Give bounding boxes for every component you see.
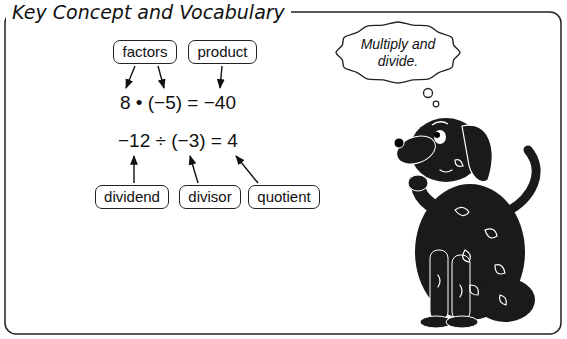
vocabulary-box: divisor [179,185,241,209]
dog-eye [434,130,446,144]
equation-text: 8 • (−5) = −40 [120,92,236,114]
dog-spot [455,207,469,215]
term-label: quotient [257,188,310,206]
diagram-title: Key Concept and Vocabulary [6,0,291,24]
vocabulary-box: product [188,40,257,64]
thought-bubble-shape [336,22,460,83]
dog-paw [408,175,428,191]
dog-snout [393,131,439,169]
pointer-arrow [126,66,135,88]
equation-text: −12 ÷ (−3) = 4 [118,130,238,152]
dog-pupil [434,132,440,138]
dog-spot [455,160,463,167]
dog-haunch [475,278,535,322]
dog-nose [394,138,404,148]
dog-spot [438,275,440,287]
pointer-arrow [133,156,134,183]
dog-illustration [393,118,536,328]
thought-trail [424,89,433,98]
pointer-arrow [220,66,222,88]
frame-border [5,12,561,334]
vocabulary-box: dividend [95,185,169,209]
vocabulary-box: quotient [248,185,320,209]
term-label: divisor [188,188,231,206]
thought-bubble: Multiply and divide. [334,20,462,85]
dog-spot [500,295,507,305]
term-label: factors [122,43,167,61]
term-label: dividend [104,188,160,206]
dog-leg [452,255,470,320]
dog-spot [460,285,462,297]
dog-paw [446,316,478,328]
dog-leg [430,250,448,320]
thought-text: Multiply and divide. [358,36,438,70]
pointer-arrow [158,66,164,88]
dog-spot [495,265,505,274]
vocabulary-box: factors [113,40,177,64]
term-label: product [197,43,247,61]
dog-raised-arm [418,186,455,215]
dog-mouth [440,170,452,172]
dog-ear [462,125,492,182]
dog-spot [463,250,471,262]
dog-spot [470,285,479,295]
thought-trail [433,101,439,107]
pointer-arrow [236,156,258,183]
dog-brow [432,122,448,125]
dog-spot [485,229,497,238]
dog-markings [438,160,506,305]
pointer-arrow [190,156,198,183]
